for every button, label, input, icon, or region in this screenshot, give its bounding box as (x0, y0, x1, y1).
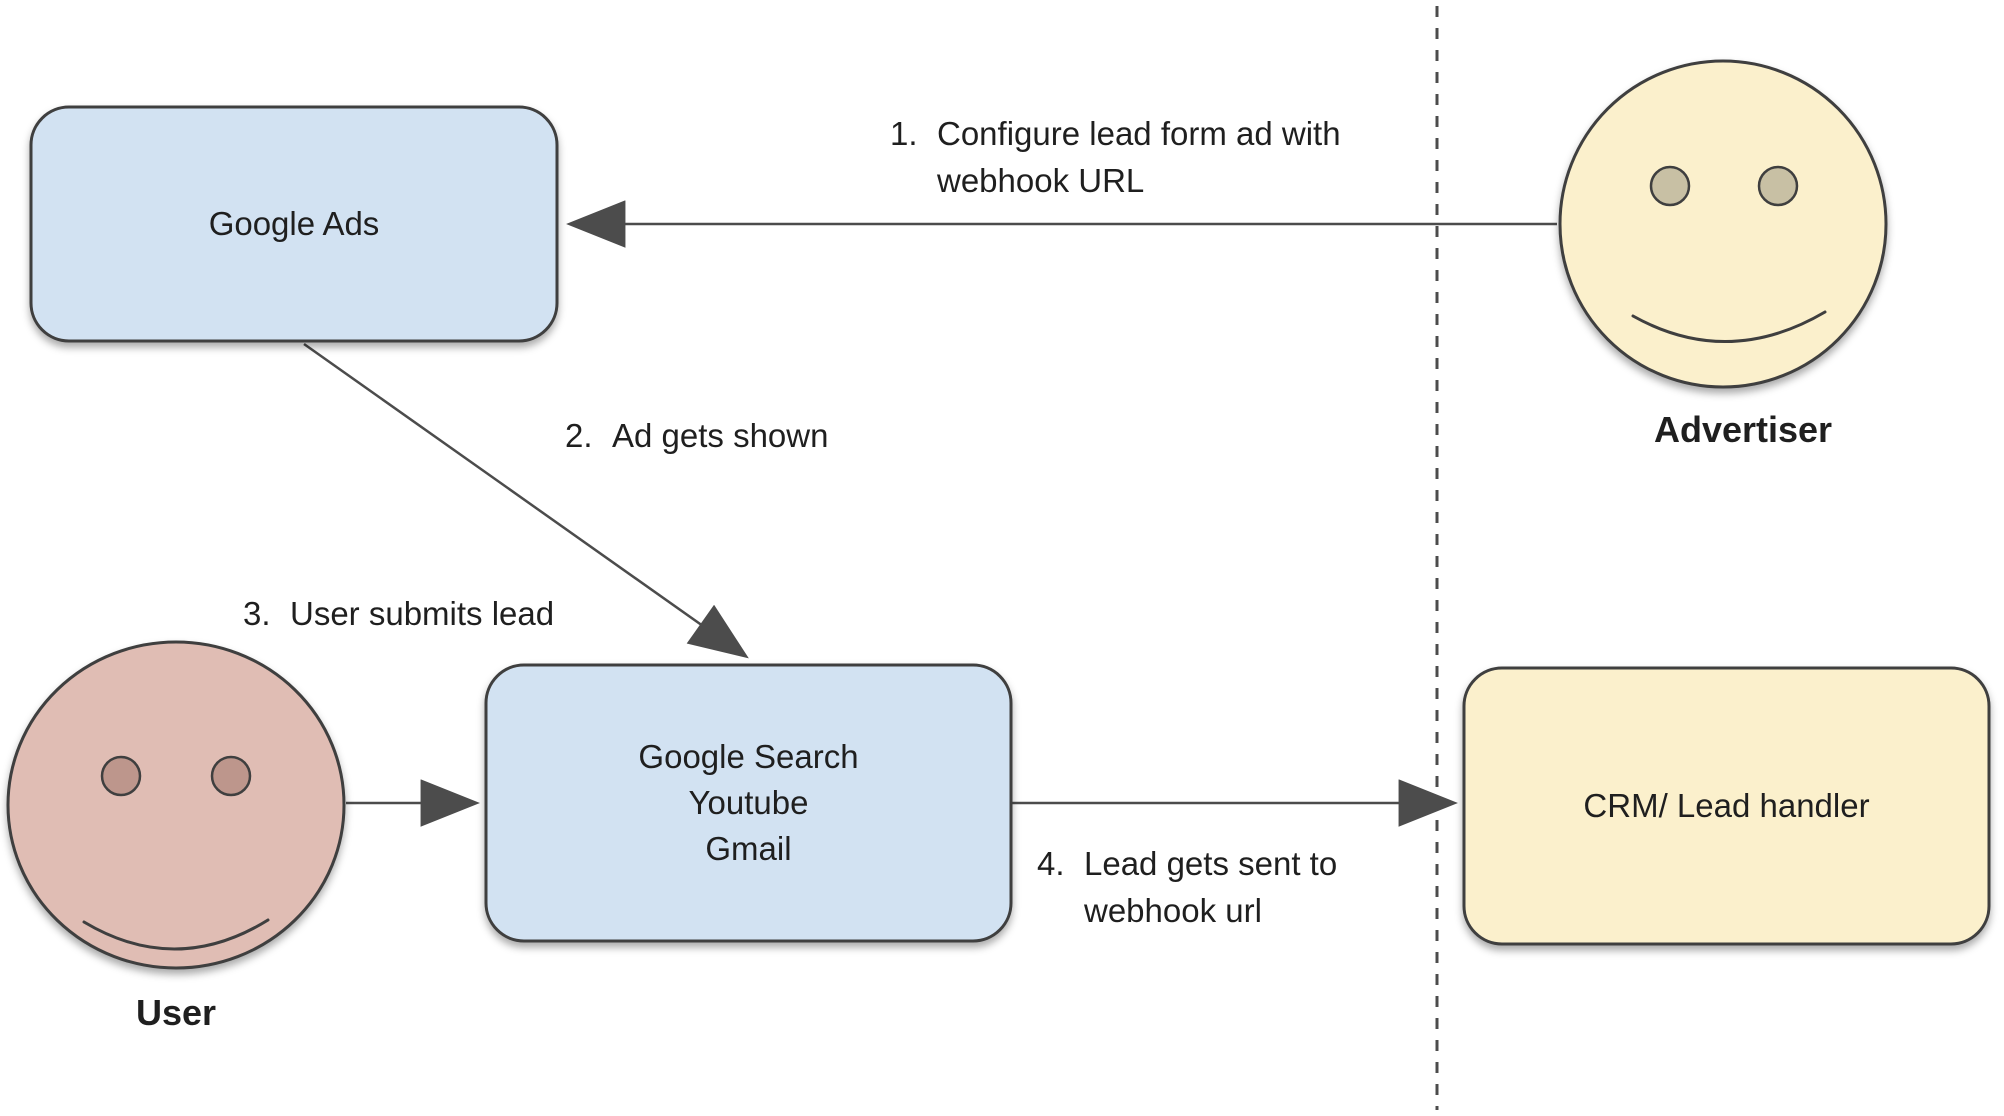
user-left-eye (100, 755, 142, 797)
advertiser-label: Advertiser (1653, 409, 1833, 450)
arrow-ad-gets-shown (303, 342, 749, 659)
user-label: User (135, 992, 217, 1033)
advertiser-smile (1631, 310, 1827, 344)
step-3-number: 3. (243, 595, 271, 632)
step-2-number: 2. (565, 417, 593, 454)
step-4-number: 4. (1037, 845, 1065, 882)
step-4-text: Lead gets sent to webhook url (1084, 845, 1338, 929)
step-1-text: Configure lead form ad with webhook URL (937, 115, 1341, 199)
google-ads-box (29, 105, 559, 343)
google-surfaces-box (484, 663, 1013, 943)
user-head (6, 640, 346, 970)
step-3-text: User submits lead (290, 595, 555, 632)
step-1-label: 1. Configure lead form ad with webhook U… (890, 110, 1341, 204)
advertiser-face-icon (1558, 59, 1888, 389)
advertiser-head (1558, 59, 1888, 389)
user-smile (82, 918, 270, 951)
user-face-icon (6, 640, 346, 970)
step-3-label: 3. User submits lead (243, 590, 554, 637)
google-ads-label: Google Ads (208, 205, 380, 242)
step-2-label: 2. Ad gets shown (565, 412, 828, 459)
step-4-label: 4. Lead gets sent to webhook url (1037, 840, 1337, 934)
crm-box (1462, 666, 1991, 946)
advertiser-left-eye (1649, 165, 1691, 207)
step-2-text: Ad gets shown (612, 417, 829, 454)
crm-label: CRM/ Lead handler (1583, 787, 1870, 824)
step-1-number: 1. (890, 115, 918, 152)
user-right-eye (210, 755, 252, 797)
google-surfaces-label: Google Search Youtube Gmail (638, 738, 859, 867)
advertiser-right-eye (1757, 165, 1799, 207)
